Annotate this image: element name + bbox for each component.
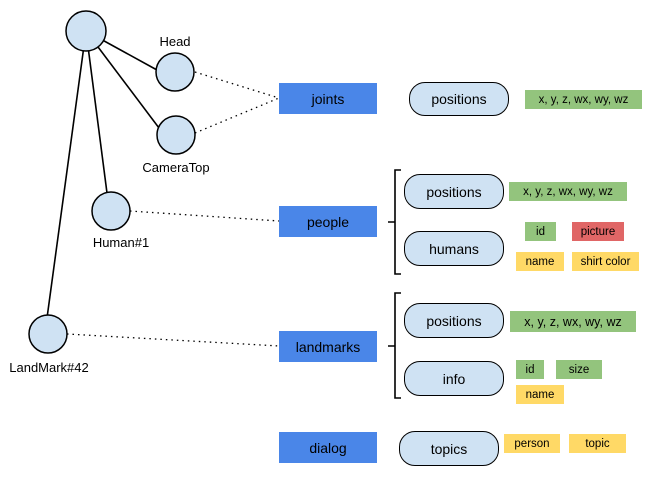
human-label: Human#1 [93, 235, 149, 250]
category-dialog: dialog [279, 432, 377, 463]
human-node [91, 191, 131, 231]
link-landmark-landmarks [66, 333, 280, 347]
dialog-topics-pill: topics [399, 431, 499, 466]
field-tag: x, y, z, wx, wy, wz [525, 90, 642, 109]
field-tag: person [504, 434, 560, 453]
link-head-joints [194, 71, 280, 99]
landmarks-bracket [388, 292, 401, 399]
field-tag: name [516, 385, 564, 404]
edge-root-landmark [46, 30, 87, 319]
head-label: Head [159, 34, 190, 49]
head-node [155, 52, 195, 92]
edge-root-human [85, 30, 108, 194]
cameratop-node [156, 115, 196, 155]
root-node [65, 10, 107, 52]
field-tag: x, y, z, wx, wy, wz [509, 182, 627, 201]
field-tag: id [516, 360, 544, 379]
people-humans-pill: humans [404, 231, 504, 266]
field-tag: shirt color [572, 252, 639, 271]
link-cameratop-joints [194, 97, 280, 134]
cameratop-label: CameraTop [142, 160, 209, 175]
people-bracket [388, 169, 401, 275]
landmark-node [28, 314, 68, 354]
landmarks-positions-pill: positions [404, 303, 504, 338]
field-tag: id [525, 222, 556, 241]
category-joints: joints [279, 83, 377, 114]
joints-positions-pill: positions [409, 82, 509, 116]
category-landmarks: landmarks [279, 331, 377, 362]
link-human-people [129, 210, 280, 222]
category-people: people [279, 206, 377, 237]
field-tag: topic [569, 434, 626, 453]
landmarks-info-pill: info [404, 361, 504, 396]
field-tag: size [556, 360, 602, 379]
field-tag: x, y, z, wx, wy, wz [510, 311, 636, 332]
people-positions-pill: positions [404, 174, 504, 209]
field-tag: picture [572, 222, 624, 241]
landmark-label: LandMark#42 [9, 360, 89, 375]
field-tag: name [516, 252, 564, 271]
